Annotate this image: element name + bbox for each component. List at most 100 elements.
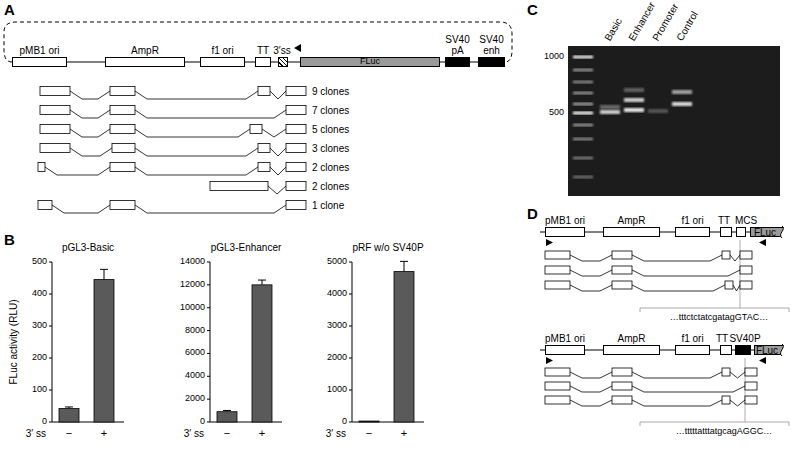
tick-label: 3000	[327, 321, 347, 331]
clone-count: 9 clones	[312, 86, 349, 97]
tick-label: 12000	[180, 280, 205, 290]
feature-label: AmpR	[618, 215, 646, 226]
exon-box	[112, 144, 135, 153]
tick-mark	[349, 358, 352, 359]
splice-line	[570, 270, 612, 276]
sequence-text: …tttttatttatgcagAGGC…	[676, 427, 773, 437]
feature-box: TT	[255, 57, 271, 67]
tick-mark	[49, 262, 52, 263]
feature-label: pMB1 ori	[19, 45, 59, 56]
feature-label: FLuc	[301, 57, 439, 67]
gel-band	[624, 108, 644, 112]
feature-label: f1 ori	[681, 333, 703, 344]
splice-line	[70, 129, 110, 137]
chart-title: pGL3-Basic	[62, 242, 114, 253]
feature-label: TT	[718, 215, 730, 226]
primer-arrowhead	[759, 357, 766, 364]
bar	[252, 285, 272, 422]
sequence-text: …tttctctatcgatagGTAC…	[670, 313, 768, 323]
break-mask	[781, 344, 791, 356]
exon-box	[745, 368, 757, 376]
exon-box	[286, 163, 306, 172]
exon-box	[740, 266, 752, 274]
feature-label: TT	[257, 45, 269, 56]
tick-label: 2000	[185, 394, 205, 404]
tick-label: 0	[42, 417, 47, 427]
tick-mark	[207, 353, 210, 354]
feature-label: 3′ss	[273, 45, 290, 56]
exon-box	[110, 201, 135, 210]
tick-label: 200	[32, 353, 47, 363]
feature-label: f1 ori	[681, 215, 703, 226]
panel-letter: D	[527, 206, 538, 223]
splice-line	[52, 205, 110, 213]
exon-box	[38, 201, 52, 210]
exon-box	[612, 368, 632, 376]
feature-label: FLuc	[751, 227, 779, 238]
exon-box	[286, 182, 306, 191]
splice-line	[570, 255, 612, 261]
feature-box: SV40 enh	[478, 57, 505, 67]
panel-letter: A	[4, 2, 15, 19]
exon-box	[745, 396, 757, 404]
splice-line	[270, 148, 286, 156]
sequence-bracket	[640, 422, 789, 426]
exon-box	[545, 396, 570, 404]
bar	[217, 412, 237, 422]
gel-band	[573, 92, 593, 95]
feature-label: f1 ori	[211, 45, 233, 56]
error-cap	[400, 261, 408, 262]
splice-line	[135, 205, 286, 213]
splice-line	[632, 285, 725, 291]
splice-line	[45, 167, 110, 175]
tick-mark	[207, 262, 210, 263]
exon-box	[612, 251, 632, 259]
feature-label: pMB1 ori	[545, 215, 585, 226]
exon-box	[545, 368, 570, 376]
feature-label: pMB1 ori	[545, 333, 585, 344]
tick-mark	[207, 399, 210, 400]
gel-band	[672, 90, 692, 94]
lane-label: Basic	[602, 16, 624, 43]
splice-line	[268, 186, 286, 194]
tick-label: 500	[32, 257, 47, 267]
exon-box	[722, 368, 730, 376]
axis-label: 3′ ss	[184, 428, 204, 439]
tick-label: 0	[342, 417, 347, 427]
gel-band	[624, 88, 644, 92]
panel-letter: C	[527, 2, 538, 19]
feature-box: pMB1 ori	[545, 345, 585, 355]
chart-title: pRF w/o SV40P	[352, 242, 423, 253]
exon-box	[612, 281, 632, 289]
tick-mark	[207, 330, 210, 331]
splice-line	[135, 129, 250, 137]
gel-band	[573, 56, 593, 59]
tick-mark	[207, 422, 210, 423]
splice-line	[135, 167, 258, 175]
splice-line	[70, 110, 110, 118]
exon-box	[745, 382, 757, 390]
exon-box	[545, 281, 570, 289]
error-cap	[223, 410, 231, 411]
exon-box	[258, 163, 270, 172]
size-marker: 1000	[544, 52, 564, 62]
exon-box	[545, 251, 570, 259]
error-bar	[404, 261, 405, 271]
splice-line	[270, 91, 286, 99]
tick-label: 8000	[185, 326, 205, 336]
splice-line	[730, 400, 745, 406]
y-axis	[352, 262, 353, 422]
gel-band	[573, 103, 593, 106]
exon-box	[286, 106, 306, 115]
gel	[568, 46, 780, 196]
gel-band	[573, 157, 593, 160]
gel-band	[573, 176, 593, 179]
feature-label: SV40 enh	[477, 34, 507, 56]
tick-mark	[49, 422, 52, 423]
tick-label: 2000	[327, 353, 347, 363]
gel-band	[573, 124, 593, 127]
clone-count: 2 clones	[312, 162, 349, 173]
feature-box: f1 ori	[675, 227, 710, 237]
tick-mark	[349, 390, 352, 391]
tick-mark	[207, 284, 210, 285]
